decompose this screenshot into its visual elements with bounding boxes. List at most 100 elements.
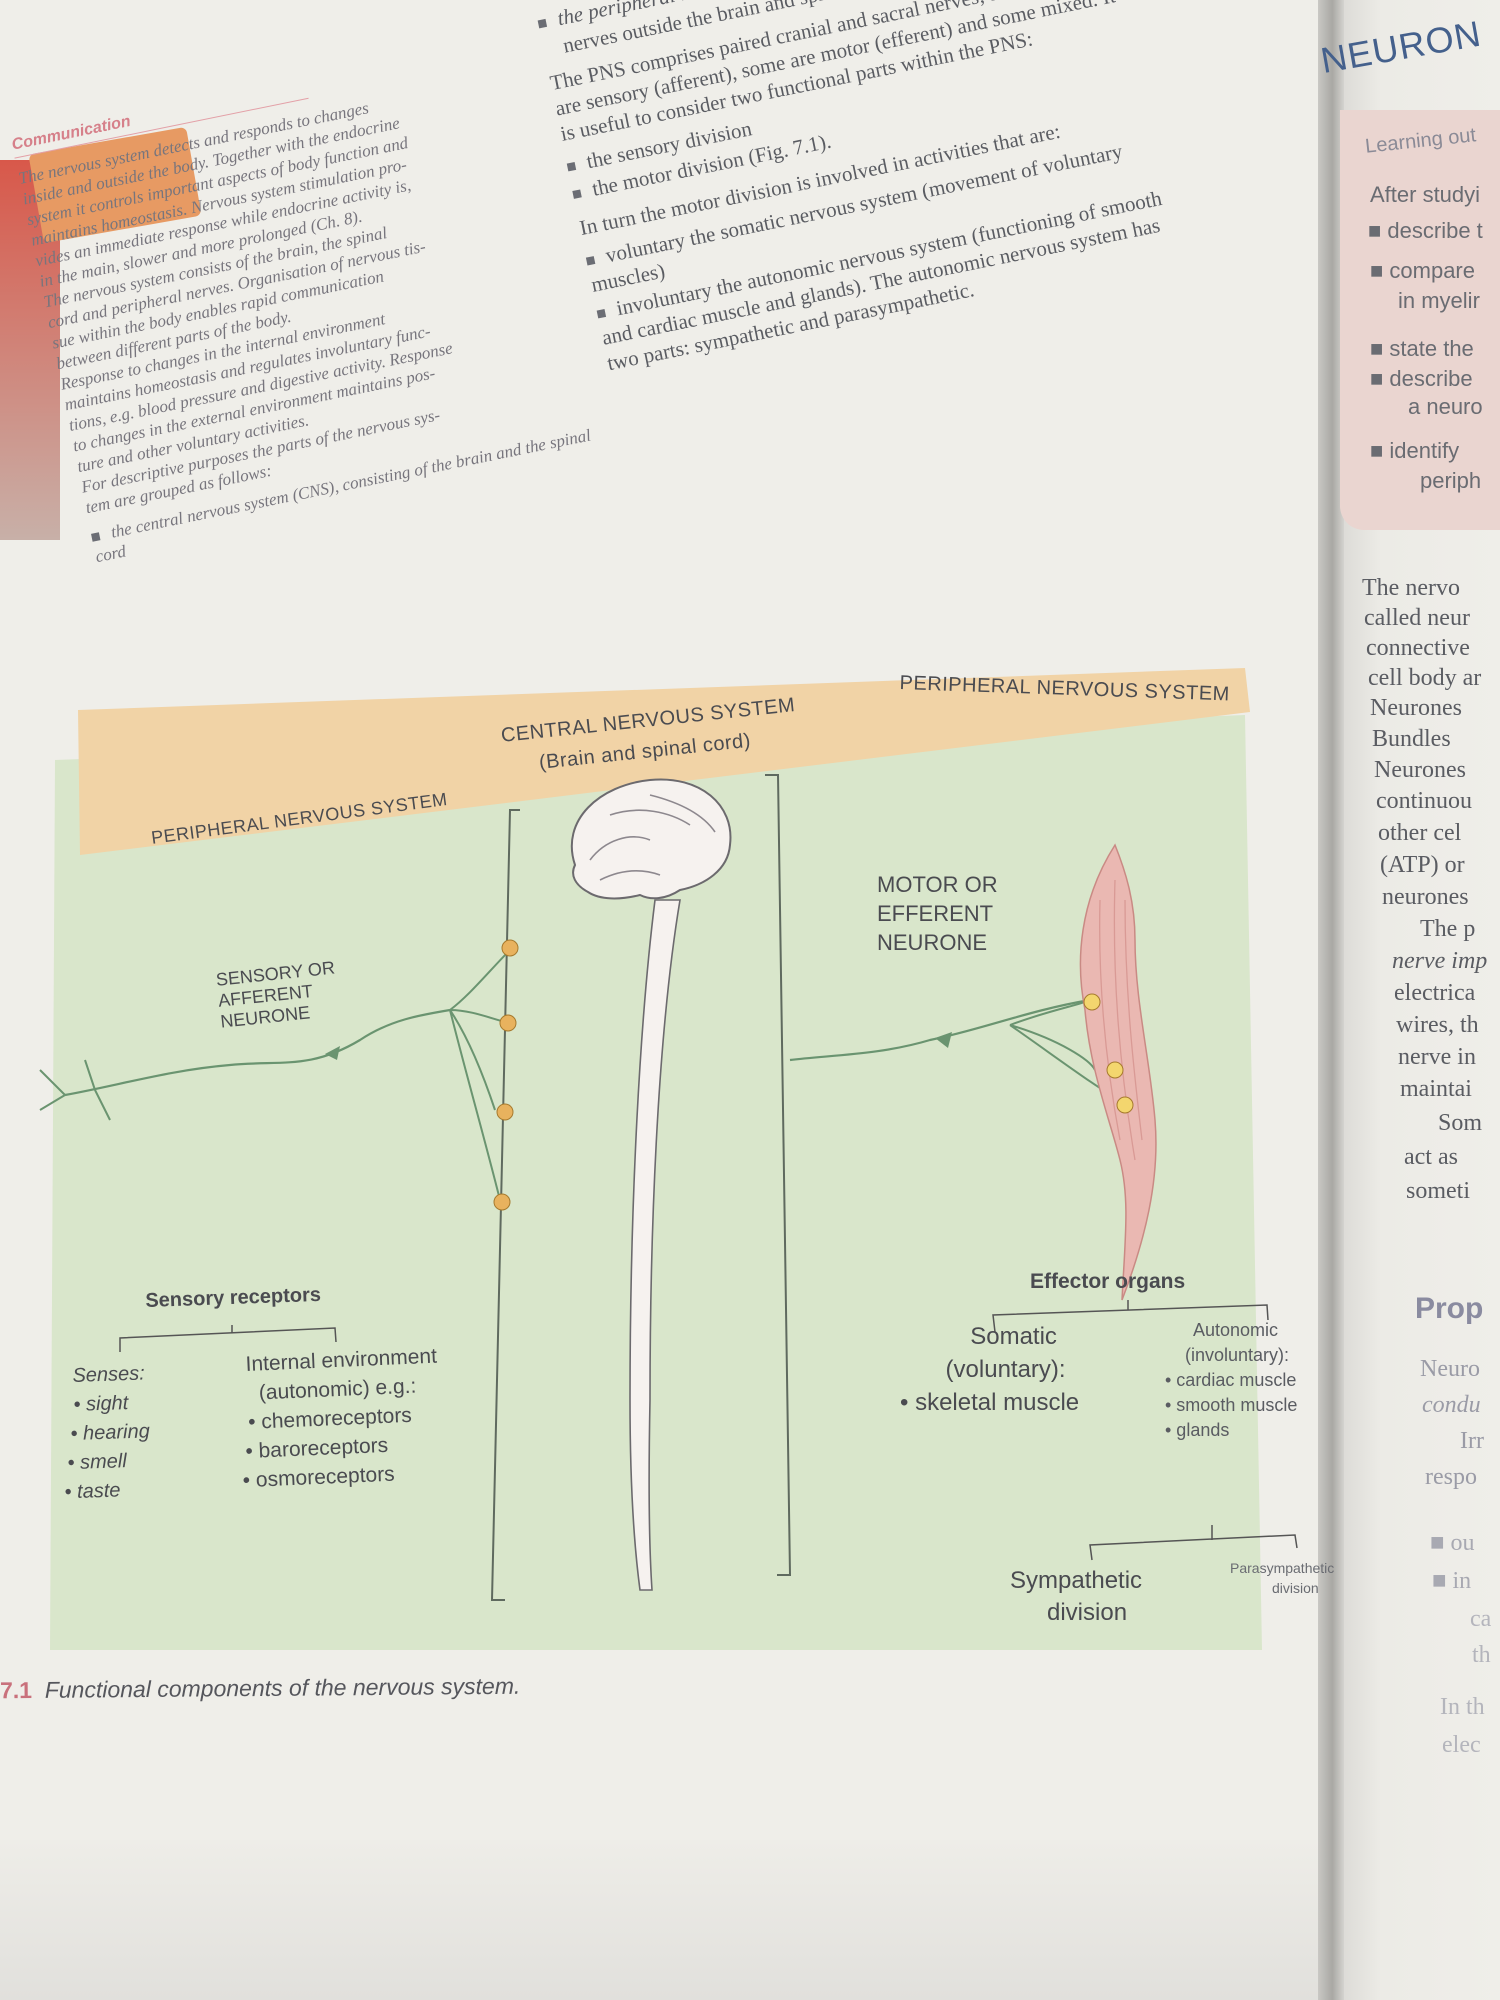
outcome-line: in myelir bbox=[1398, 288, 1480, 313]
diagram-banner bbox=[78, 668, 1250, 855]
lower-line: In th bbox=[1440, 1694, 1485, 1720]
lower-line: ■ in bbox=[1432, 1568, 1472, 1594]
synapse-node bbox=[501, 939, 519, 957]
sense-item: • hearing bbox=[70, 1420, 151, 1446]
label-line: EFFERENT bbox=[877, 901, 994, 926]
autonomic-item: • smooth muscle bbox=[1165, 1395, 1298, 1415]
body-line: someti bbox=[1406, 1178, 1470, 1204]
outcome-line: ■ compare bbox=[1370, 258, 1475, 283]
body-line: connective bbox=[1366, 635, 1470, 661]
motor-neurone-label: MOTOR OR EFFERENT NEURONE bbox=[877, 870, 998, 957]
outcome-line: ■ describe bbox=[1370, 366, 1473, 391]
caption-text: Functional components of the nervous sys… bbox=[44, 1672, 521, 1703]
figure-caption: 7.1 Functional components of the nervous… bbox=[0, 1673, 520, 1705]
sensory-neurone-axon bbox=[64, 1008, 451, 1097]
body-line: neurones bbox=[1382, 884, 1469, 910]
bullet-marker bbox=[566, 162, 577, 172]
autonomic-item: • glands bbox=[1165, 1420, 1230, 1440]
bullet-marker bbox=[91, 532, 101, 542]
book-gutter bbox=[1318, 0, 1344, 2000]
lower-line: ca bbox=[1470, 1606, 1492, 1632]
muscle-fibres bbox=[1099, 879, 1143, 1161]
body-line: nerve imp bbox=[1392, 948, 1488, 974]
body-line: cell body ar bbox=[1368, 665, 1482, 691]
body-line: electrica bbox=[1394, 980, 1476, 1006]
autonomic-title: Autonomic bbox=[1193, 1320, 1279, 1340]
section-heading: Prop bbox=[1415, 1292, 1484, 1325]
lower-line: respo bbox=[1425, 1464, 1477, 1490]
outcome-line: ■ state the bbox=[1370, 336, 1474, 361]
figure-number: 7.1 bbox=[0, 1676, 33, 1704]
lower-line: condu bbox=[1422, 1392, 1481, 1418]
somatic-item: • skeletal muscle bbox=[900, 1389, 1080, 1416]
page-bottom-shadow bbox=[0, 1840, 1375, 2000]
brain bbox=[570, 778, 732, 900]
lower-line: elec bbox=[1442, 1732, 1481, 1758]
sense-item: • taste bbox=[64, 1479, 121, 1504]
somatic-subtitle: (voluntary): bbox=[945, 1356, 1066, 1383]
autonomic-subtitle: (involuntary): bbox=[1185, 1345, 1290, 1365]
internal-receptors-list: Internal environment (autonomic) e.g.: •… bbox=[242, 1342, 443, 1495]
muscle-endplate bbox=[1106, 1061, 1124, 1079]
receptors-bracket bbox=[119, 1325, 337, 1352]
body-line: (ATP) or bbox=[1380, 852, 1465, 878]
outcome-line: a neuro bbox=[1408, 394, 1483, 419]
outcome-line: periph bbox=[1420, 468, 1482, 493]
sensory-arrow bbox=[325, 1046, 340, 1060]
lower-line: ■ ou bbox=[1430, 1530, 1475, 1556]
bullet-marker bbox=[537, 19, 548, 29]
parasympathetic-subtitle: division bbox=[1272, 1580, 1319, 1596]
senses-list: Senses: • sight • hearing • smell • tast… bbox=[64, 1359, 152, 1507]
body-line: other cel bbox=[1378, 820, 1462, 846]
parasympathetic-label: Parasympathetic division bbox=[1230, 1558, 1334, 1598]
sense-item: • sight bbox=[73, 1392, 129, 1416]
body-line: nerve in bbox=[1398, 1044, 1476, 1070]
body-line: called neur bbox=[1364, 605, 1470, 631]
diagram-background bbox=[50, 715, 1262, 1650]
autonomic-item: • cardiac muscle bbox=[1165, 1370, 1297, 1390]
sensory-terminals bbox=[449, 949, 511, 1201]
muscle-endplate bbox=[1116, 1096, 1134, 1114]
bullet-marker bbox=[585, 256, 596, 266]
body-line: continuou bbox=[1376, 788, 1472, 814]
sensory-neurone-label: SENSORY OR AFFERENT NEURONE bbox=[215, 958, 340, 1033]
lower-line: Irr bbox=[1460, 1428, 1484, 1454]
outcome-line: After studyi bbox=[1370, 182, 1481, 207]
motor-neurone-axon bbox=[789, 998, 1091, 1062]
brain-folds bbox=[589, 794, 716, 881]
learning-outcomes-box bbox=[1340, 110, 1500, 530]
synapse-node bbox=[496, 1103, 514, 1121]
sympathetic-title: Sympathetic bbox=[1010, 1567, 1143, 1594]
senses-title: Senses: bbox=[72, 1362, 146, 1387]
muscle-endplate bbox=[1083, 993, 1101, 1011]
outcome-line: ■ identify bbox=[1370, 438, 1460, 463]
bullet-marker bbox=[572, 189, 582, 200]
autonomic-bracket bbox=[1089, 1525, 1298, 1561]
synapse-node bbox=[499, 1014, 517, 1032]
body-line: The p bbox=[1420, 916, 1476, 942]
body-line: Neurones bbox=[1370, 695, 1462, 721]
nervous-system-diagram: PERIPHERAL NERVOUS SYSTEM CENTRAL NERVOU… bbox=[0, 600, 1334, 1650]
somatic-label: Somatic (voluntary): • skeletal muscle bbox=[900, 1320, 1079, 1419]
intro-column-left: Communication The nervous system detects… bbox=[9, 31, 608, 569]
body-line: wires, th bbox=[1396, 1012, 1479, 1038]
parasympathetic-title: Parasympathetic bbox=[1230, 1560, 1335, 1576]
label-line: MOTOR OR bbox=[877, 872, 998, 897]
effector-organs-title: Effector organs bbox=[1030, 1270, 1186, 1293]
somatic-title: Somatic bbox=[970, 1323, 1057, 1350]
autonomic-label: Autonomic (involuntary): • cardiac muscl… bbox=[1165, 1318, 1297, 1443]
body-line: Som bbox=[1438, 1110, 1483, 1136]
body-line: Neurones bbox=[1374, 757, 1466, 783]
label-line: NEURONE bbox=[877, 930, 988, 955]
sensory-dendrites bbox=[39, 1059, 111, 1121]
body-line: maintai bbox=[1400, 1076, 1472, 1102]
effector-bracket bbox=[992, 1300, 1269, 1333]
lower-line: th bbox=[1472, 1642, 1491, 1668]
sympathetic-subtitle: division bbox=[1047, 1599, 1128, 1626]
bullet-marker bbox=[596, 309, 607, 319]
sense-item: • smell bbox=[67, 1450, 128, 1475]
diagram-graphics bbox=[39, 668, 1298, 1650]
motor-arrow bbox=[935, 1032, 952, 1048]
intro-column-right: the peripheral nervous system (PNS), con… bbox=[535, 0, 1179, 378]
outcome-line: ■ describe t bbox=[1368, 218, 1483, 243]
